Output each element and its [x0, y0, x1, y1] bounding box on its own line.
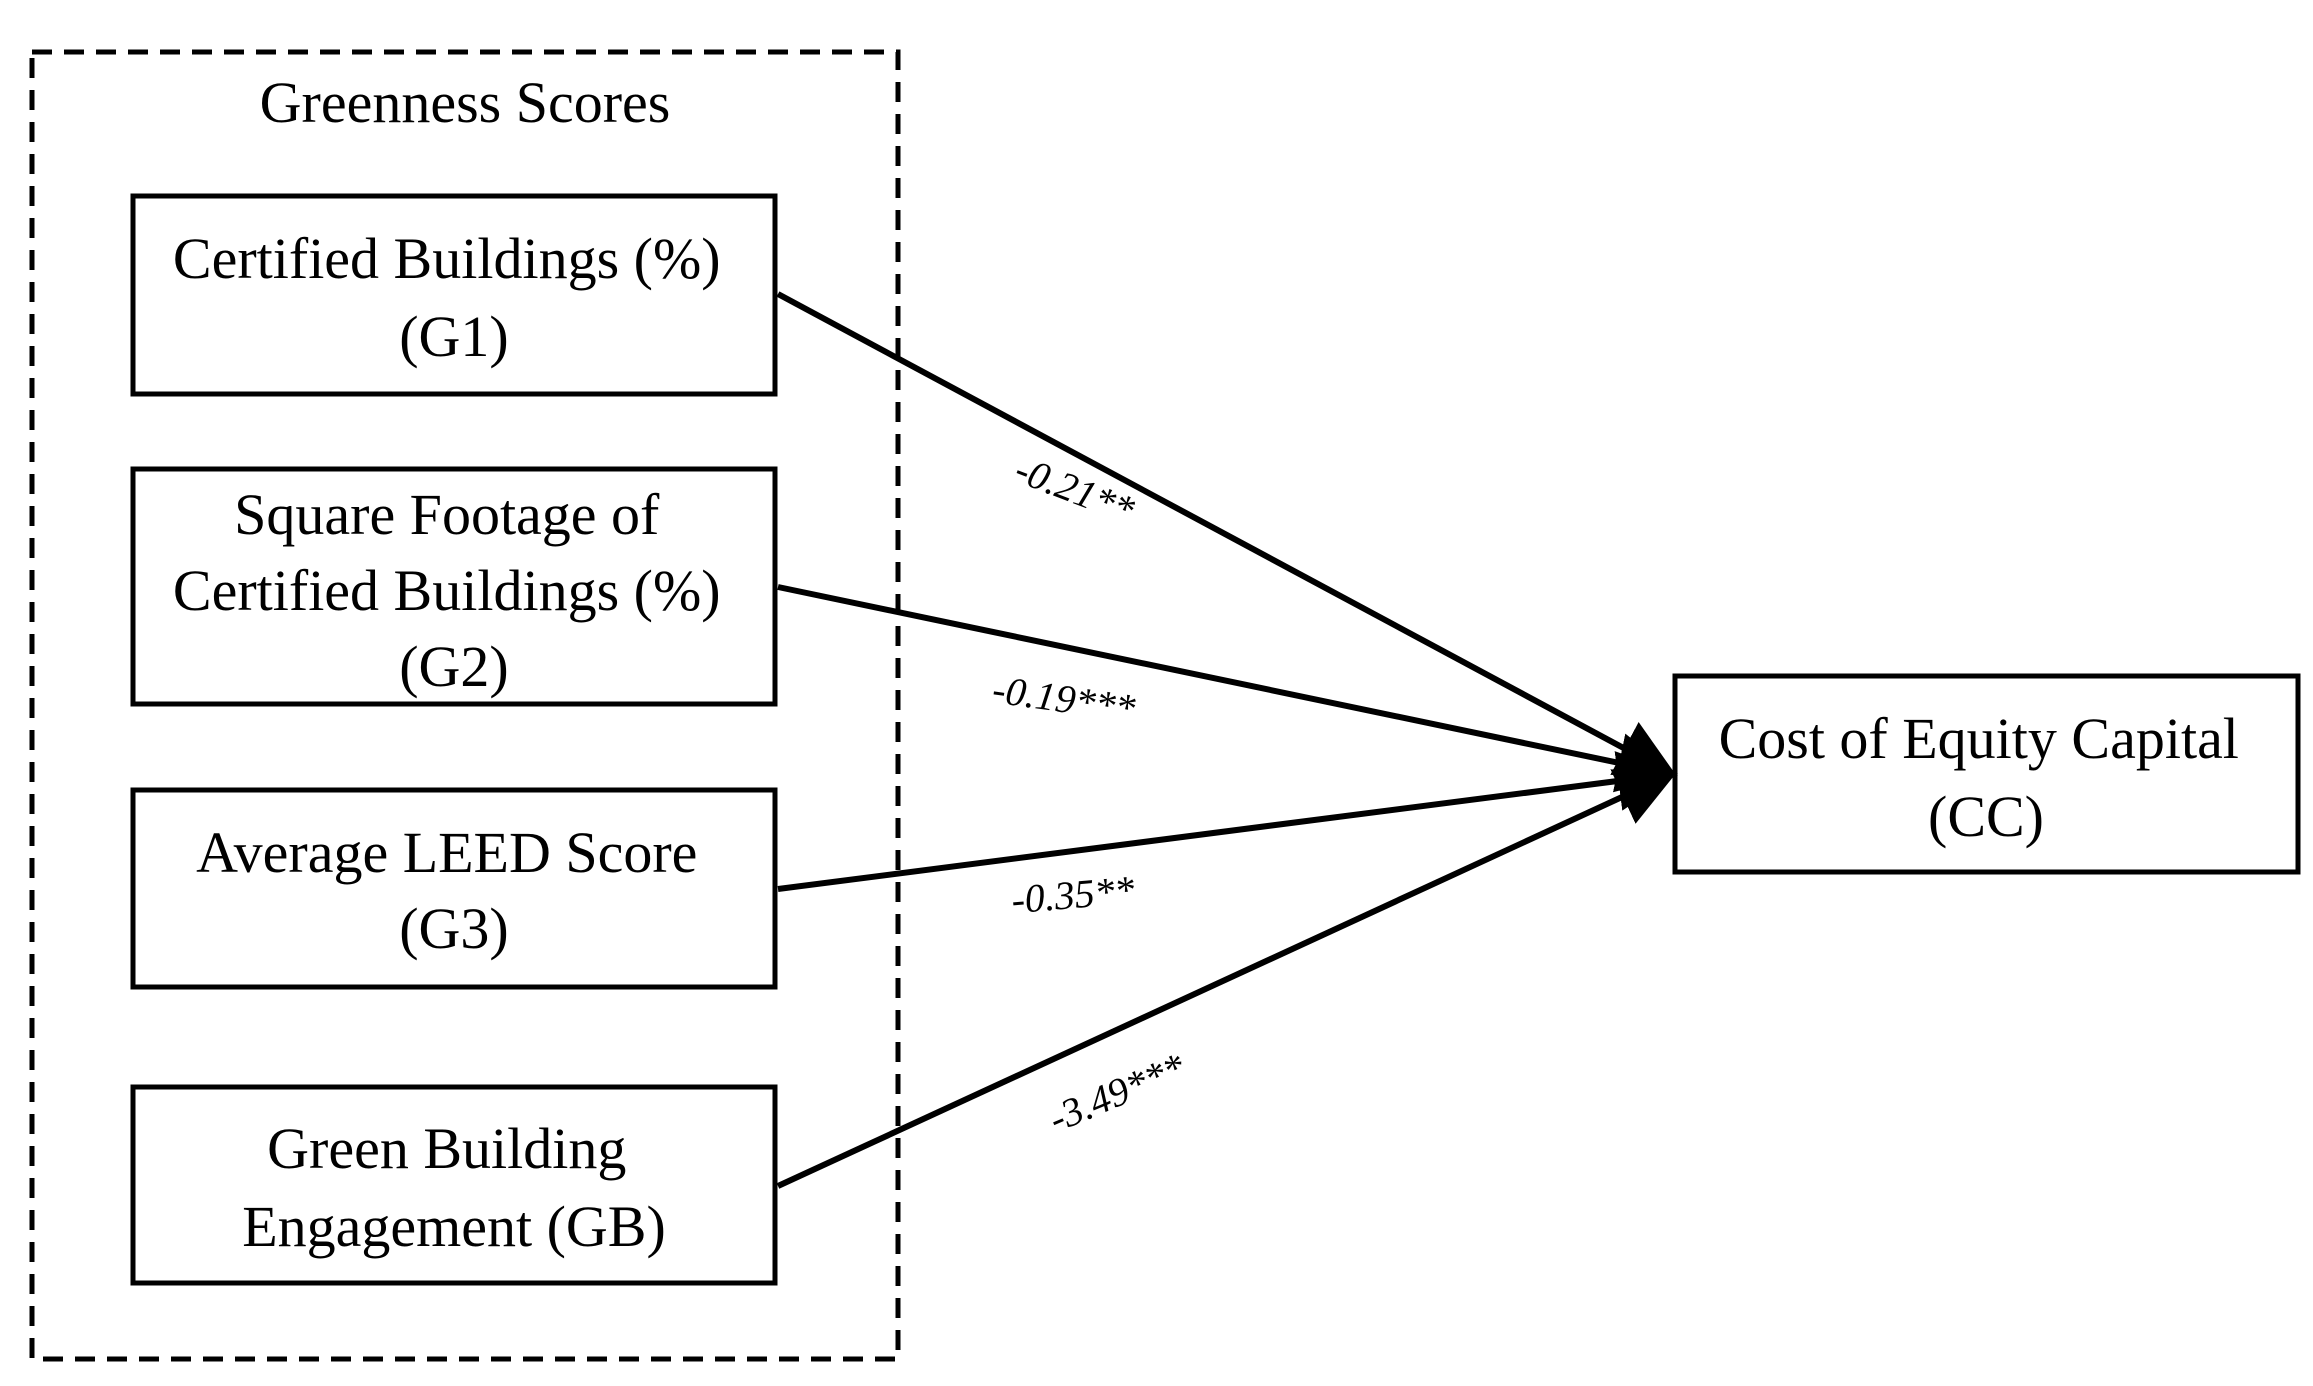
node-g3-code: (G3) [399, 896, 509, 961]
node-g1-box [130, 193, 778, 397]
edge-gb-to-cc [776, 769, 1678, 1189]
node-g1-code: (G1) [399, 304, 509, 369]
node-g1-label: Certified Buildings (%) [173, 226, 721, 291]
coef-g1-cc: -0.21** [1009, 446, 1140, 532]
node-g3: Average LEED Score (G3) [130, 787, 778, 990]
edge-g3-to-cc [777, 751, 1678, 892]
coef-g2-cc: -0.19*** [990, 666, 1138, 731]
svg-text:Cost of Equity Capital (: Cost of Equity Capital (CC) [1719, 706, 2254, 849]
node-g2-box [130, 466, 778, 707]
edge-g2-to-cc [777, 584, 1678, 793]
svg-text:Certified Buildings (%): Certified Buildings (%) (G1) [173, 226, 735, 369]
edge-g1-to-cc [776, 291, 1678, 777]
node-gb-label-line2: Engagement (GB) [242, 1194, 666, 1259]
node-cc-code: (CC) [1928, 784, 2044, 849]
node-g2: Square Footage of Certified Buildings (%… [130, 466, 778, 707]
node-g2-label-line2: Certified Buildings (%) [173, 558, 721, 623]
node-g3-label: Average LEED Score [196, 820, 697, 885]
node-gb: Green Building Engagement (GB) [130, 1084, 778, 1286]
node-g3-box [130, 787, 778, 990]
svg-text:Green Building Engagemen: Green Building Engagement (GB) [242, 1116, 666, 1259]
coef-gb-cc: -3.49*** [1042, 1044, 1192, 1141]
node-g2-code: (G2) [399, 634, 509, 699]
node-cc-box [1672, 673, 2301, 875]
svg-text:Square Footage of Certif: Square Footage of Certified Buildings (%… [173, 482, 735, 699]
node-g1: Certified Buildings (%) (G1) [130, 193, 778, 397]
node-cc-label: Cost of Equity Capital [1719, 706, 2239, 771]
node-gb-box [130, 1084, 778, 1286]
greenness-scores-group [29, 49, 901, 1362]
svg-text:Average LEED Score (G3): Average LEED Score (G3) [196, 820, 712, 961]
coef-g3-cc: -0.35** [1009, 867, 1136, 923]
node-gb-label-line1: Green Building [267, 1116, 626, 1181]
node-cc: Cost of Equity Capital (CC) [1672, 673, 2301, 875]
group-title: Greenness Scores [260, 70, 671, 135]
node-g2-label-line1: Square Footage of [234, 482, 660, 547]
